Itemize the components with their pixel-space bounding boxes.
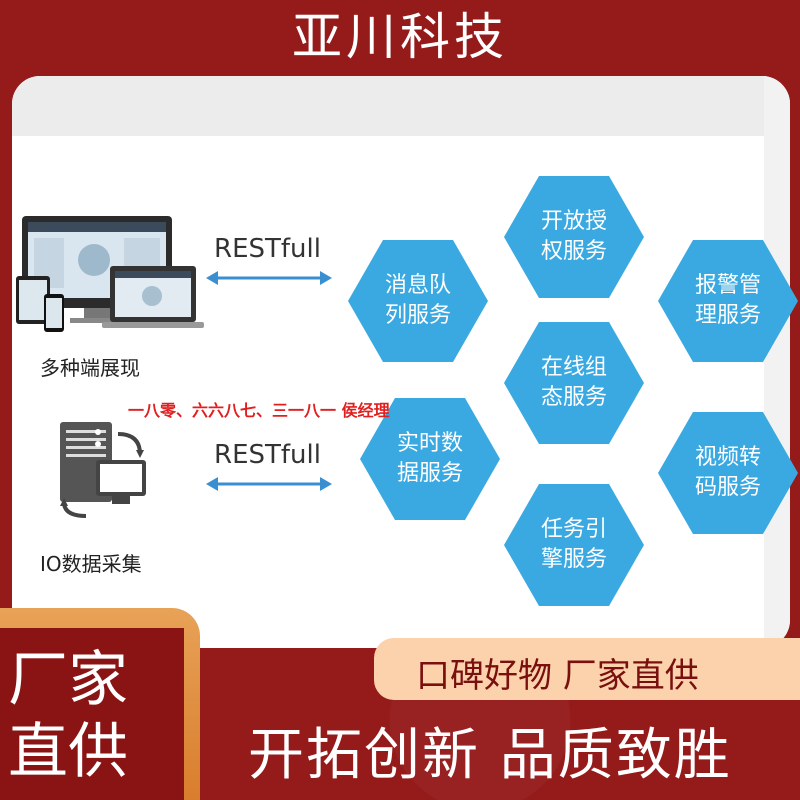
panel-header-band — [12, 76, 790, 136]
hex-label: 在线组态服务 — [540, 355, 607, 410]
promo-strip — [374, 638, 800, 700]
restfull-label-top: RESTfull — [214, 234, 321, 264]
panel-right-band — [764, 76, 790, 648]
double-arrow-icon-top — [206, 271, 332, 285]
restfull-label-bottom: RESTfull — [214, 440, 321, 470]
hex-label: 开放授权服务 — [540, 209, 607, 264]
hex-label: 报警管理服务 — [694, 273, 761, 328]
hex-label: 任务引擎服务 — [540, 517, 607, 572]
hex-label: 实时数据服务 — [396, 431, 463, 486]
factory-card-line2: 直供 — [8, 717, 128, 787]
contact-overlay-text: 一八零、六六八七、三一八一 侯经理 — [128, 401, 390, 420]
promo-strip-text: 口碑好物 厂家直供 — [416, 656, 699, 696]
slogan-text: 开拓创新 品质致胜 — [248, 723, 732, 788]
multi-device-icon — [16, 216, 204, 332]
double-arrow-icon-bottom — [206, 477, 332, 491]
factory-card — [0, 628, 184, 800]
io-collection-label: IO数据采集 — [40, 552, 142, 576]
hex-label: 视频转码服务 — [694, 445, 761, 500]
hex-realtime-data-service: 实时数据服务 — [360, 398, 500, 520]
page-title: 亚川科技 — [292, 8, 508, 66]
architecture-panel — [12, 76, 790, 648]
hex-message-queue-service: 消息队列服务 — [348, 240, 488, 362]
factory-card-line1: 厂家 — [8, 645, 128, 715]
client-display-label: 多种端展现 — [40, 356, 140, 380]
io-collection-icon — [60, 422, 146, 518]
hex-label: 消息队列服务 — [384, 273, 451, 328]
